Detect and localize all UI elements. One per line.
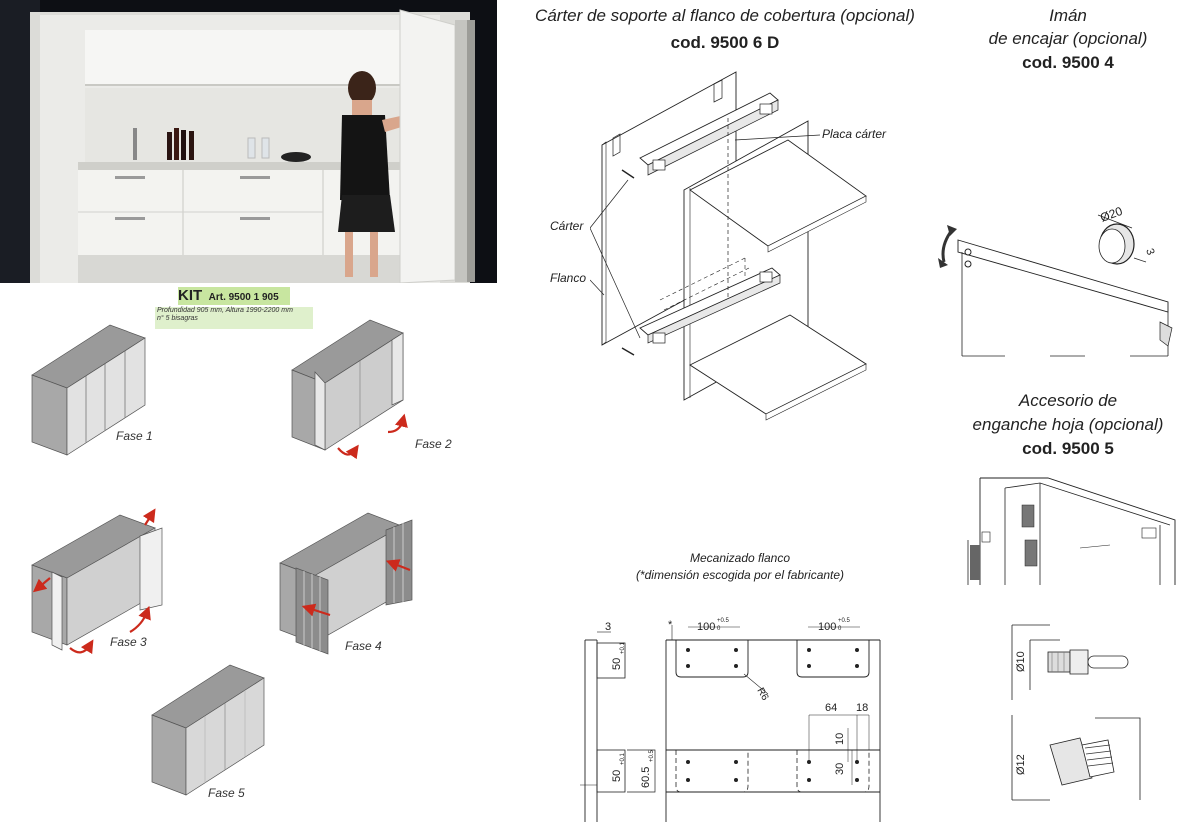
phase-diagrams: Fase 1 Fase 2 Fase 3 <box>31 319 452 800</box>
dim-100a: 100 <box>697 621 715 633</box>
dim-18: 18 <box>856 702 868 714</box>
carter-title: Cárter de soporte al flanco de cobertura… <box>535 6 915 25</box>
mecanizado-drawing: 3 50 +0.1 50 +0.1 60.5 +0.5 * 100 +0.5 0… <box>580 618 881 822</box>
kit-label: KIT <box>178 287 203 304</box>
kit-art: Art. 9500 1 905 <box>208 292 279 303</box>
phase-5-label: Fase 5 <box>208 786 245 800</box>
label-carter: Cárter <box>550 219 584 233</box>
accesorio-title-2: enganche hoja (opcional) <box>972 415 1164 434</box>
dim-100b-tol0: 0 <box>838 626 842 632</box>
dim-50b: 50 <box>611 770 623 782</box>
kitchen-photo <box>0 0 497 284</box>
kit-desc-1: Profundidad 905 mm, Altura 1990-2200 mm <box>157 307 293 314</box>
phase-3-label: Fase 3 <box>110 635 147 649</box>
accesorio-dim-b: Ø12 <box>1015 754 1027 775</box>
accesorio-code: cod. 9500 5 <box>1022 439 1114 458</box>
accesorio-title-1: Accesorio de <box>1018 391 1118 410</box>
phase-5-cabinet <box>151 664 265 796</box>
mecanizado-subtitle: (*dimensión escogida por el fabricante) <box>635 568 845 582</box>
phase-4-label: Fase 4 <box>345 639 382 653</box>
accesorio-diagram: Ø10 Ø12 <box>967 477 1176 801</box>
dim-100a-tol0: 0 <box>717 626 721 632</box>
dim-100b: 100 <box>818 621 836 633</box>
dim-64: 64 <box>825 702 837 714</box>
iman-code: cod. 9500 4 <box>1022 53 1114 72</box>
iman-dim-depth: 3 <box>1143 247 1156 257</box>
kit-badge: KIT Art. 9500 1 905 <box>178 287 290 305</box>
carter-code: cod. 9500 6 D <box>670 33 780 52</box>
dim-10: 10 <box>834 733 846 745</box>
dim-100b-tol: +0.5 <box>838 618 851 624</box>
carter-exploded-diagram <box>590 71 867 421</box>
dim-30: 30 <box>834 763 846 775</box>
dim-100a-tol: +0.5 <box>717 618 730 624</box>
phase-1-cabinet <box>31 324 146 456</box>
dim-50a-tol: +0.1 <box>620 641 626 654</box>
phase-2-cabinet <box>291 319 408 460</box>
iman-title-1: Imán <box>1049 6 1087 25</box>
iman-dim-diam: Ø20 <box>1098 204 1124 225</box>
iman-title-2: de encajar (opcional) <box>988 29 1148 48</box>
dim-3: 3 <box>605 621 611 633</box>
phase-2-label: Fase 2 <box>415 437 452 451</box>
phase-3-cabinet <box>31 508 163 655</box>
kit-desc-2: n° 5 bisagras <box>157 315 198 322</box>
iman-diagram: Ø20 3 <box>938 204 1173 357</box>
dim-605: 60.5 <box>640 767 652 788</box>
mecanizado-title: Mecanizado flanco <box>689 551 791 565</box>
dim-605-tol: +0.5 <box>649 749 655 762</box>
phase-4-cabinet <box>279 512 413 655</box>
dim-50a: 50 <box>611 658 623 670</box>
dim-50b-tol: +0.1 <box>620 752 626 765</box>
accesorio-dim-a: Ø10 <box>1015 651 1027 672</box>
phase-1-label: Fase 1 <box>116 429 153 443</box>
dim-star: * <box>668 619 673 631</box>
label-flanco: Flanco <box>550 271 587 285</box>
label-placa-carter: Placa cárter <box>822 127 887 141</box>
kit-description: Profundidad 905 mm, Altura 1990-2200 mm … <box>155 307 313 329</box>
dim-r6: R6 <box>754 686 770 703</box>
